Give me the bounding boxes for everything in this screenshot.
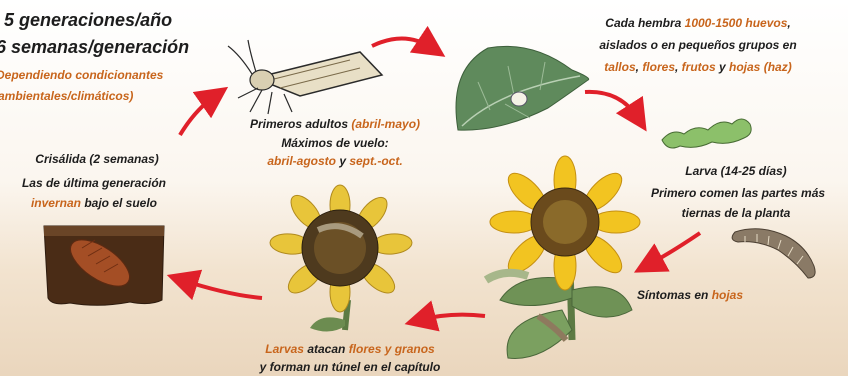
eggs-per-female-text: Cada hembra 1000-1500 huevos, — [548, 16, 848, 30]
pupa-in-soil-illustration — [44, 226, 164, 305]
conditions-note-line1: Dependiendo condicionantes — [0, 68, 163, 82]
larva-duration-text: Larva (14-25 días) — [636, 164, 836, 178]
moth-illustration — [228, 40, 382, 114]
larva-feeding-text-line1: Primero comen las partes más — [628, 186, 848, 200]
brown-larva-illustration — [732, 229, 815, 278]
arrow-pupa-to-adult — [180, 96, 215, 135]
arrow-adult-to-egg — [372, 38, 432, 48]
tunnel-text: y forman un túnel en el capítulo — [220, 360, 480, 374]
attacked-sunflower-illustration — [269, 185, 413, 332]
larva-feeding-text-line2: tiernas de la planta — [636, 206, 836, 220]
conditions-note-line2: ambientales/climáticos) — [0, 89, 133, 103]
larvae-attack-text: Larvas atacan flores y granos — [220, 342, 480, 356]
eggs-locations-text: tallos, flores, frutos y hojas (haz) — [548, 60, 848, 74]
arrow-larva-to-sunflower — [648, 233, 700, 265]
sunflower-plant-illustration — [486, 156, 640, 358]
overwinter-text: invernan bajo el suelo — [4, 196, 184, 210]
eggs-placement-text: aislados o en pequeños grupos en — [548, 38, 848, 52]
arrow-egg-to-larva — [585, 92, 638, 118]
pupa-duration-text: Crisálida (2 semanas) — [12, 152, 182, 166]
first-adults-text: Primeros adultos (abril-mayo) — [228, 117, 442, 131]
generations-per-year: 5 generaciones/año — [4, 10, 172, 31]
symptoms-text: Síntomas en hojas — [637, 288, 743, 302]
flight-peaks-dates: abril-agosto y sept.-oct. — [228, 154, 442, 168]
flight-peaks-label: Máximos de vuelo: — [228, 136, 442, 150]
green-larva-illustration — [662, 119, 751, 148]
last-generation-text: Las de última generación — [4, 176, 184, 190]
arrow-sunflower-to-attack — [420, 315, 485, 320]
arrow-attack-to-pupa — [182, 280, 262, 298]
weeks-per-generation: 6 semanas/generación — [0, 37, 189, 58]
leaf-with-egg-illustration — [456, 46, 589, 130]
